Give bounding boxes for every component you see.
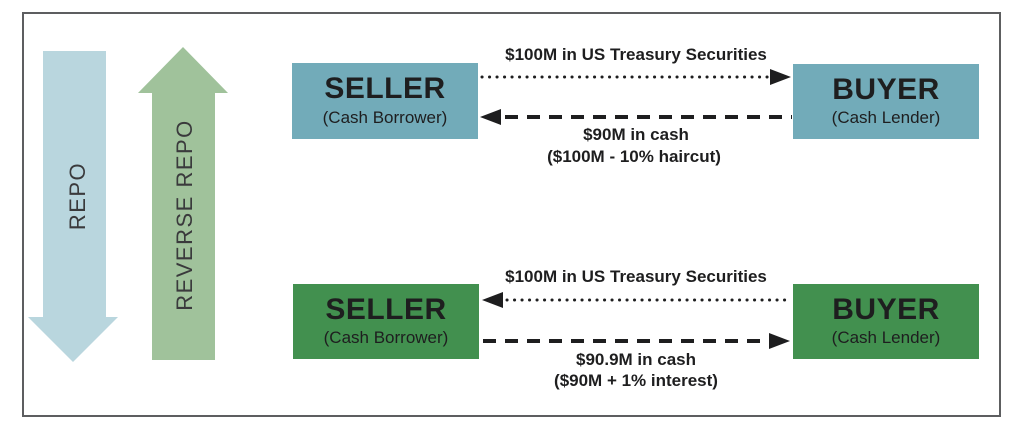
repo-seller-box: SELLER (Cash Borrower) (292, 63, 478, 139)
repo-seller-subtitle: (Cash Borrower) (322, 107, 448, 127)
repo-cash-detail-label: ($100M - 10% haircut) (547, 147, 721, 166)
repo-cash-arrowhead-left-icon (480, 109, 501, 125)
reverse-repo-securities-arrowhead-left-icon (482, 292, 503, 308)
repo-arrow-label: REPO (65, 161, 90, 231)
repo-seller-title: SELLER (324, 72, 446, 106)
repo-securities-arrowhead-right-icon (770, 69, 791, 85)
reverse-repo-buyer-box: BUYER (Cash Lender) (793, 284, 979, 359)
repo-buyer-subtitle: (Cash Lender) (831, 108, 941, 128)
reverse-repo-arrow-label: REVERSE REPO (172, 119, 197, 311)
reverse-repo-buyer-subtitle: (Cash Lender) (831, 328, 941, 348)
repo-buyer-box: BUYER (Cash Lender) (793, 64, 979, 139)
reverse-repo-cash-arrowhead-right-icon (769, 333, 790, 349)
repo-buyer-title: BUYER (832, 72, 940, 106)
reverse-repo-seller-subtitle: (Cash Borrower) (323, 328, 449, 348)
repo-securities-label: $100M in US Treasury Securities (505, 45, 767, 64)
reverse-repo-buyer-title: BUYER (832, 292, 940, 326)
repo-cash-label: $90M in cash (583, 125, 689, 144)
reverse-repo-up-arrow-icon (138, 47, 228, 360)
reverse-repo-cash-detail-label: ($90M + 1% interest) (554, 371, 718, 390)
diagram-frame (22, 12, 1001, 417)
repo-down-arrow-icon (28, 51, 118, 362)
reverse-repo-seller-title: SELLER (325, 292, 447, 326)
reverse-repo-seller-box: SELLER (Cash Borrower) (293, 284, 479, 359)
reverse-repo-securities-label: $100M in US Treasury Securities (505, 267, 767, 286)
reverse-repo-cash-label: $90.9M in cash (575, 350, 697, 369)
